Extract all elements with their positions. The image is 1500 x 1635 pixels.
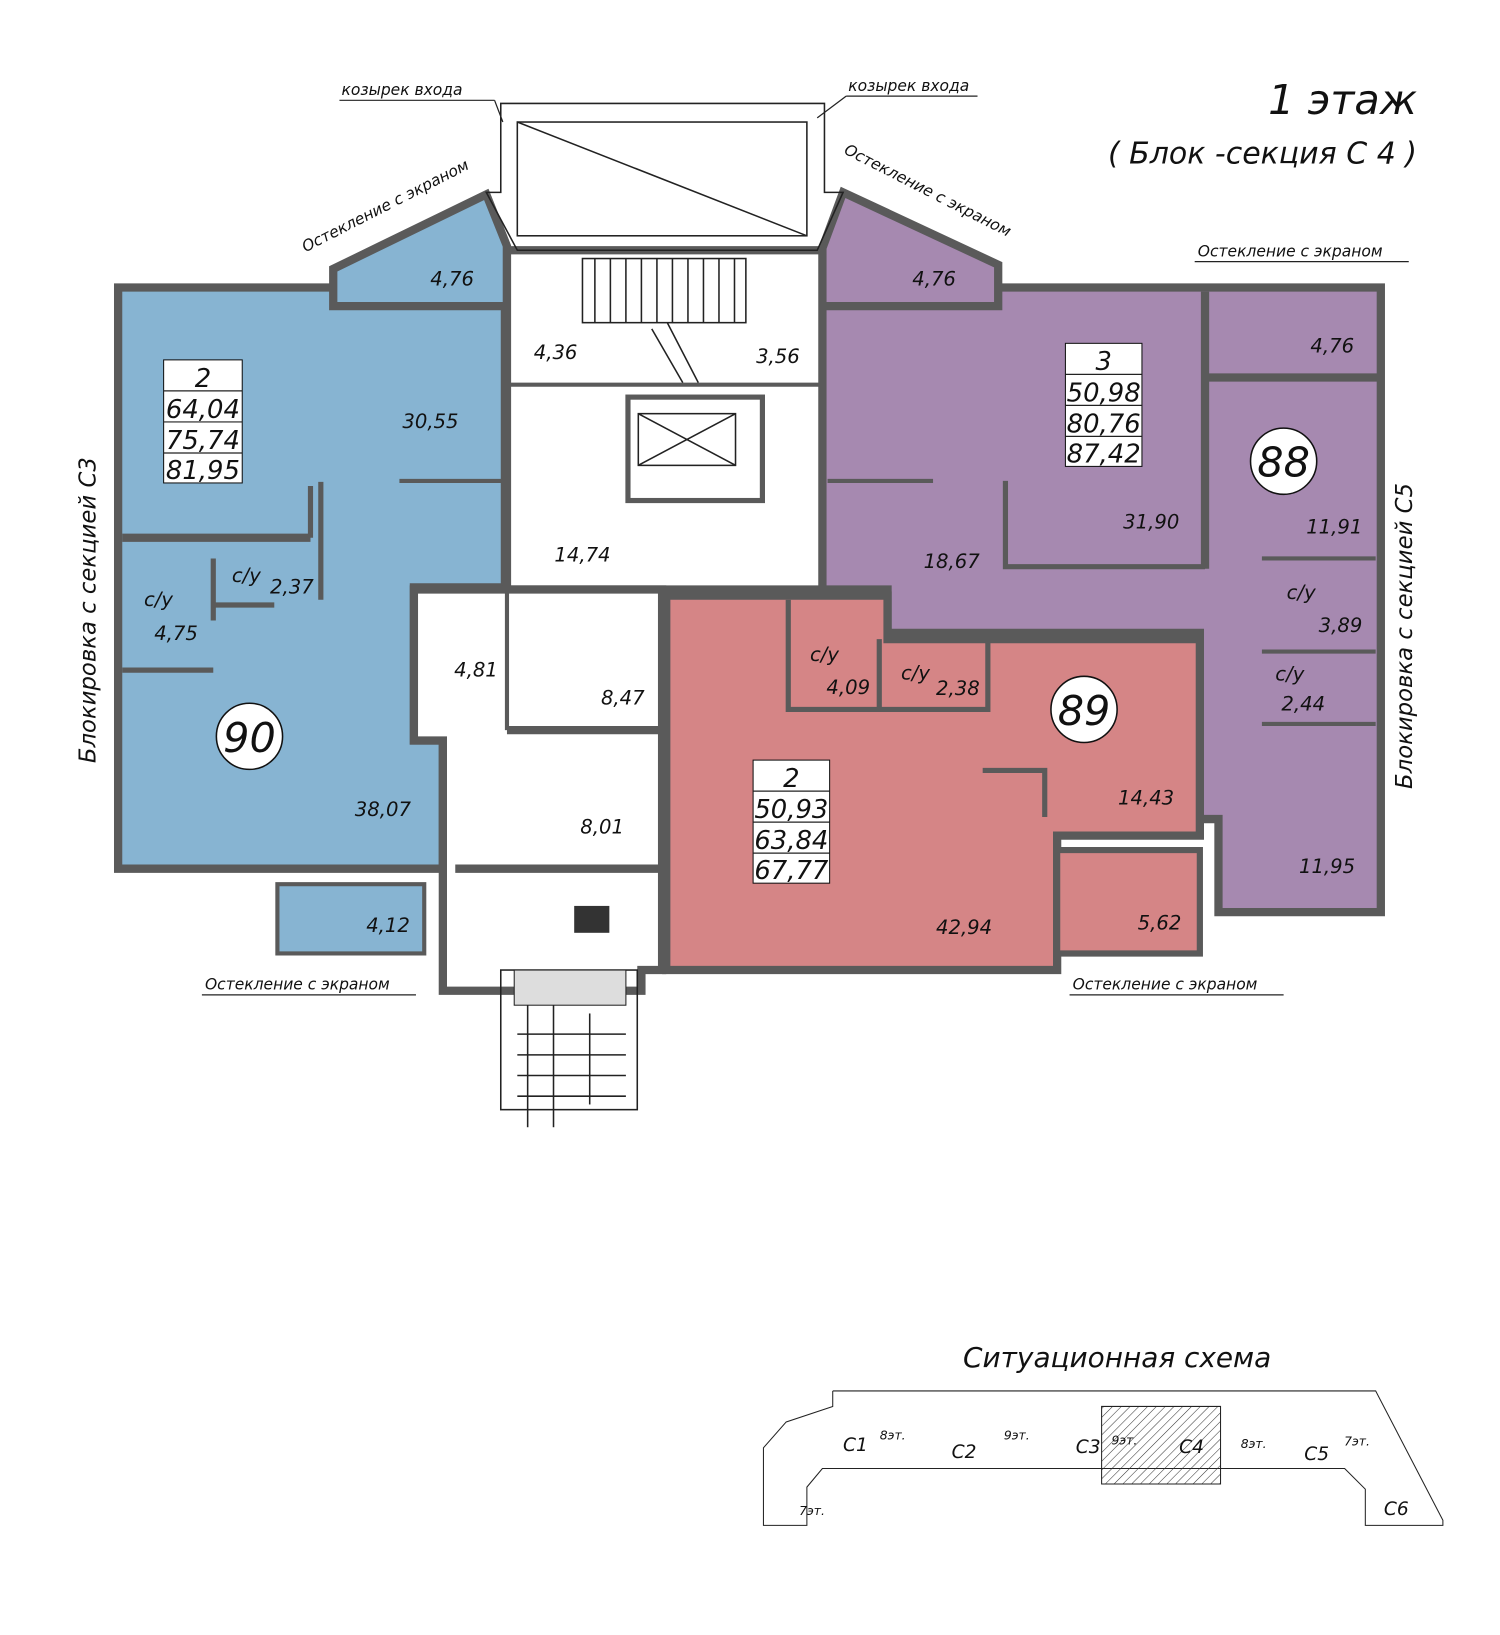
canopy-note-right: козырек входа bbox=[848, 77, 969, 95]
room-area-labels: 4,76 4,76 4,76 4,36 3,56 30,55 14,74 с/у… bbox=[144, 267, 1362, 938]
site-floors-c2: 9эт. bbox=[1004, 1428, 1030, 1443]
floor-title: 1 этаж bbox=[1268, 76, 1417, 124]
glazing-note-bottom-right: Остекление с экраном bbox=[1073, 976, 1258, 994]
apt89-info-table: 2 50,93 63,84 67,77 bbox=[752, 759, 831, 886]
apt90-total-balcony-area: 81,95 bbox=[166, 456, 240, 486]
area-balcony-89: 5,62 bbox=[1138, 912, 1182, 935]
block-c3-note: Блокировка с секцией С3 bbox=[75, 457, 101, 763]
apt88-living-area: 50,98 bbox=[1067, 378, 1141, 408]
area-wc-88-a: 3,89 bbox=[1319, 614, 1363, 637]
entrance-stairs bbox=[499, 969, 639, 1128]
area-balcony-90: 4,12 bbox=[366, 914, 410, 937]
apt89-rooms: 2 bbox=[783, 764, 799, 794]
apt89-number: 89 bbox=[1058, 687, 1111, 735]
glazing-note-right: Остекление с экраном bbox=[1198, 242, 1383, 260]
area-wc-90-b: 4,75 bbox=[154, 622, 198, 645]
apt89-living-area: 50,93 bbox=[754, 795, 828, 825]
area-hall-b: 8,01 bbox=[580, 816, 624, 839]
wc-89-b-label: с/у bbox=[901, 661, 930, 684]
wc-90-b-label: с/у bbox=[144, 588, 173, 611]
site-floors-c6: 7эт. bbox=[799, 1503, 825, 1518]
apt89-total-area: 63,84 bbox=[754, 826, 828, 856]
block-c5-note: Блокировка с секцией С5 bbox=[1392, 483, 1418, 789]
area-store: 4,81 bbox=[454, 658, 498, 681]
area-room-88-c: 11,91 bbox=[1306, 516, 1362, 539]
vent-grille bbox=[574, 905, 610, 933]
site-section-c1: С1 bbox=[843, 1435, 868, 1456]
area-wc-88-b: 2,44 bbox=[1281, 692, 1325, 715]
site-floors-c5: 7эт. bbox=[1344, 1434, 1370, 1449]
apt89-total-balcony-area: 67,77 bbox=[754, 856, 829, 886]
glazing-note-bottom-left: Остекление с экраном bbox=[205, 976, 390, 994]
site-section-c5: С5 bbox=[1304, 1444, 1329, 1465]
apt90-living-area: 64,04 bbox=[166, 395, 240, 425]
area-hall-a: 8,47 bbox=[601, 686, 645, 709]
apartment-89[interactable] bbox=[662, 591, 1204, 975]
canopy-note-left: козырек входа bbox=[342, 81, 463, 99]
area-wc-89-a: 4,09 bbox=[826, 676, 870, 699]
apt90-info-table: 2 64,04 75,74 81,95 bbox=[163, 359, 243, 486]
area-lobby: 14,74 bbox=[554, 544, 610, 567]
site-floors-c1: 8эт. bbox=[880, 1428, 906, 1443]
section-subtitle: ( Блок -секция С 4 ) bbox=[1108, 136, 1417, 171]
site-floors-c3: 9эт. bbox=[1111, 1433, 1137, 1448]
site-plan-title: Ситуационная схема bbox=[963, 1341, 1271, 1374]
site-section-c6: С6 bbox=[1384, 1499, 1409, 1520]
apt88-number: 88 bbox=[1257, 439, 1310, 487]
area-wc-90-a: 2,37 bbox=[270, 576, 314, 599]
apt88-total-area: 80,76 bbox=[1067, 409, 1141, 439]
apt89-badge[interactable]: 89 bbox=[1050, 675, 1118, 744]
wc-90-a-label: с/у bbox=[232, 564, 261, 587]
area-room-90-a: 30,55 bbox=[402, 410, 458, 433]
stair-steps bbox=[581, 257, 747, 384]
area-loggia-88: 4,76 bbox=[1310, 335, 1354, 358]
area-bay-left: 4,76 bbox=[430, 267, 474, 290]
site-section-c3: С3 bbox=[1076, 1437, 1101, 1458]
apt88-badge[interactable]: 88 bbox=[1249, 427, 1318, 496]
area-wc-89-b: 2,38 bbox=[936, 677, 980, 700]
area-stair-left: 4,36 bbox=[534, 341, 578, 364]
apt88-info-table: 3 50,98 80,76 87,42 bbox=[1064, 342, 1143, 469]
wc-89-a-label: с/у bbox=[810, 643, 839, 666]
wc-88-a-label: с/у bbox=[1287, 581, 1316, 604]
site-plan: Ситуационная схема С1 С2 С3 С4 С5 С6 8эт… bbox=[762, 1341, 1444, 1526]
site-section-c2: С2 bbox=[952, 1442, 977, 1463]
area-room-89-b: 42,94 bbox=[936, 916, 992, 939]
area-room-89-a: 14,43 bbox=[1118, 787, 1174, 810]
area-room-88-d: 11,95 bbox=[1299, 855, 1355, 878]
area-room-88-a: 31,90 bbox=[1123, 510, 1179, 533]
site-floors-c4: 8эт. bbox=[1241, 1436, 1267, 1451]
wc-88-b-label: с/у bbox=[1275, 662, 1304, 685]
area-room-90-b: 38,07 bbox=[355, 798, 412, 821]
area-stair-right: 3,56 bbox=[756, 345, 800, 368]
stair-core bbox=[409, 246, 827, 995]
entrance-canopy bbox=[484, 102, 845, 252]
apt90-total-area: 75,74 bbox=[166, 426, 240, 456]
apt90-badge[interactable]: 90 bbox=[215, 702, 284, 771]
apt88-total-balcony-area: 87,42 bbox=[1067, 439, 1141, 469]
area-bay-right: 4,76 bbox=[912, 267, 956, 290]
site-section-c4: С4 bbox=[1179, 1437, 1204, 1458]
apt90-rooms: 2 bbox=[195, 364, 211, 394]
apt90-number: 90 bbox=[223, 714, 276, 762]
area-room-88-b: 18,67 bbox=[924, 550, 981, 573]
apt88-rooms: 3 bbox=[1095, 347, 1111, 377]
